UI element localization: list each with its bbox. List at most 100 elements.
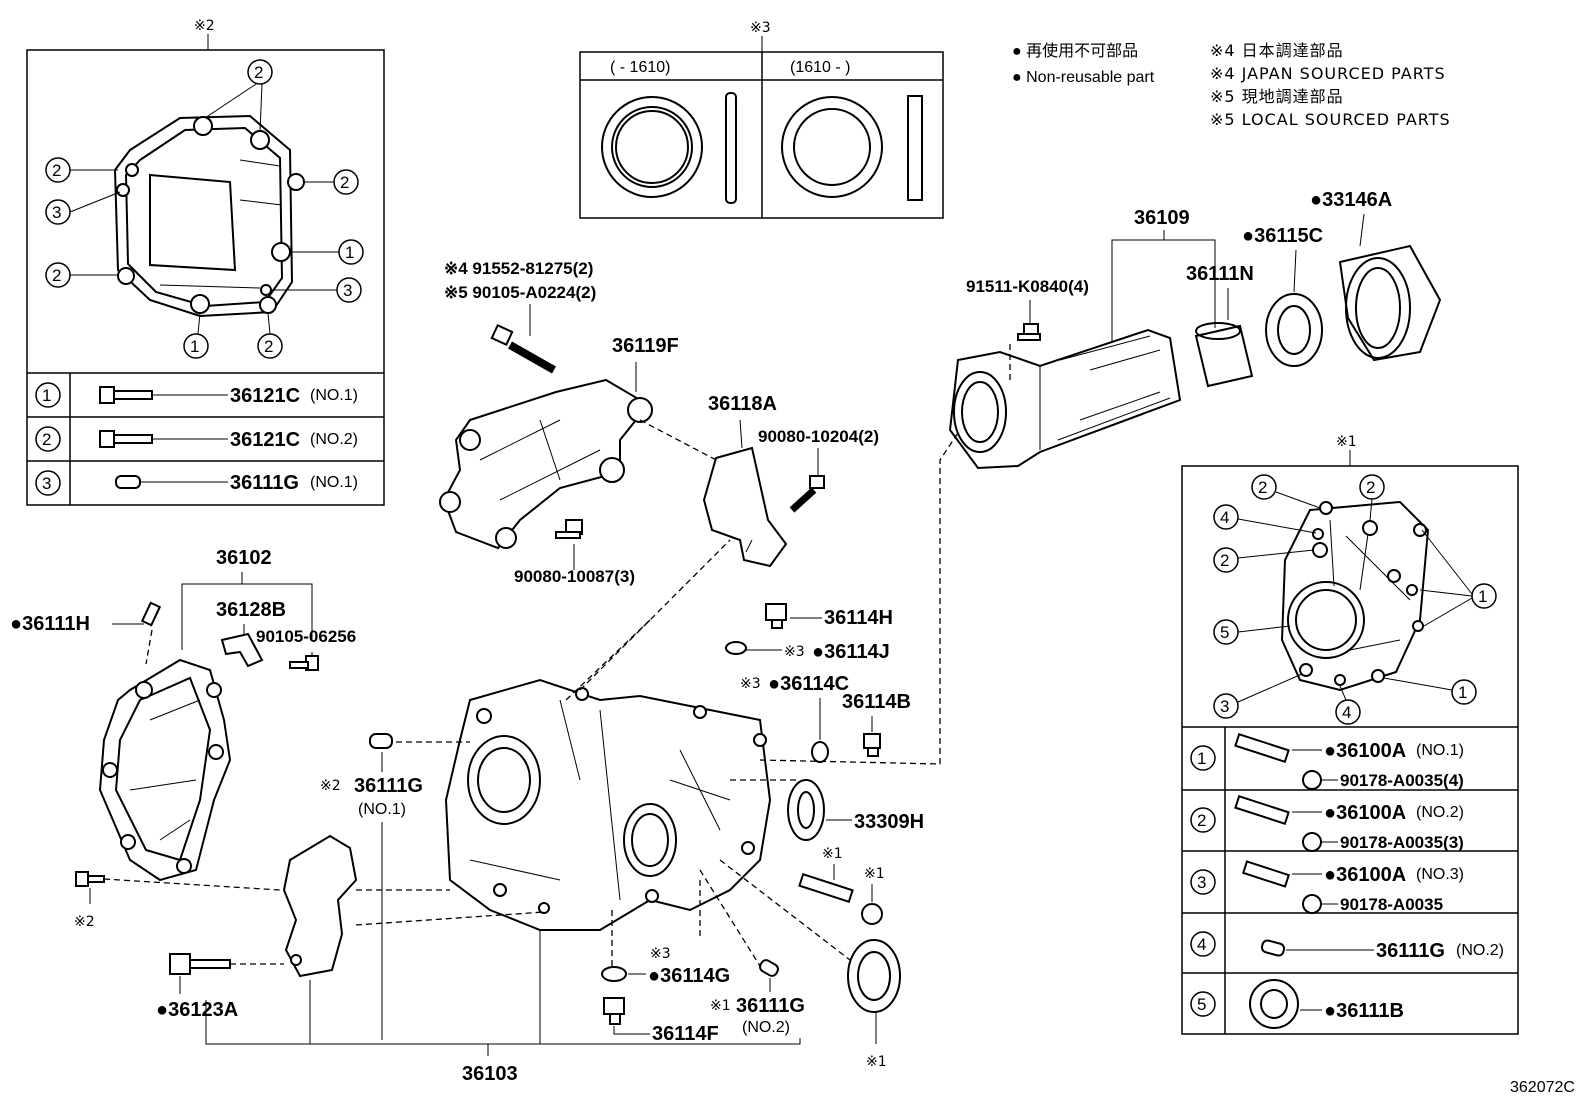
part-36114B: 36114B [842, 691, 911, 713]
svg-text:90178-A0035(3): 90178-A0035(3) [1340, 833, 1464, 852]
svg-text:4: 4 [1342, 703, 1351, 722]
box2-callouts: 2 2 3 2 1 2 3 1 2 [45, 59, 364, 359]
svg-text:2: 2 [42, 430, 51, 449]
part-90105-06256: 90105-06256 [256, 627, 356, 646]
svg-text:3: 3 [42, 474, 51, 493]
svg-text:3: 3 [1197, 873, 1206, 892]
nut-icon [1302, 894, 1322, 914]
svg-text:2: 2 [264, 337, 273, 356]
svg-text:3: 3 [1220, 697, 1229, 716]
mark-1-stud: ※1 [822, 846, 843, 862]
legend-non-reusable-en: ● Non-reusable part [1012, 69, 1155, 86]
box2-row2-part: 36121C [230, 429, 300, 451]
legend-japan-jp: ※4 日本調達部品 [1210, 41, 1344, 60]
svg-text:(NO.2): (NO.2) [1456, 942, 1504, 959]
part-36109: 36109 [1134, 207, 1190, 229]
box2-mark: ※2 [194, 18, 215, 34]
box1-callouts: 2 2 4 2 1 5 3 4 1 [1213, 474, 1497, 725]
pin-icon [1260, 939, 1286, 957]
svg-text:●36100A: ●36100A [1324, 802, 1406, 824]
svg-text:3: 3 [343, 281, 352, 300]
part-36114G: ●36114G [648, 965, 730, 987]
svg-text:2: 2 [1366, 478, 1375, 497]
svg-text:1: 1 [42, 386, 51, 405]
part-36114H: 36114H [824, 607, 893, 629]
part-33309H: 33309H [854, 811, 924, 833]
part-36111G-left: 36111G [354, 775, 423, 797]
box3-col1: ( - 1610) [610, 59, 670, 76]
box1-table: 1 2 3 4 5 ●36100A (NO.1) 90178-A0035(4) … [1190, 732, 1504, 1029]
svg-text:1: 1 [1458, 683, 1467, 702]
mark-3-36114C: ※3 [740, 676, 761, 692]
inset-box-mark-3: ※3 ( - 1610) (1610 - ) [579, 20, 944, 219]
inset-box-mark-2: ※2 2 2 [26, 18, 385, 506]
box2-row1-part: 36121C [230, 385, 300, 407]
part-36103: 36103 [462, 1063, 518, 1085]
front-cover-group: 36102 36128B 90105-06256 ●36111H ※2 [10, 547, 356, 1021]
nut-icon [1302, 770, 1322, 790]
svg-text:4: 4 [1220, 508, 1229, 527]
part-36111H: ●36111H [10, 613, 90, 635]
svg-text:2: 2 [340, 173, 349, 192]
oil-seal-icon [1249, 979, 1299, 1029]
part-36111G-bottom: 36111G [736, 995, 805, 1017]
svg-text:(NO.1): (NO.1) [358, 801, 406, 818]
case-plate-drawing [1280, 500, 1430, 692]
svg-text:●36100A: ●36100A [1324, 740, 1406, 762]
legend-local-en: ※5 LOCAL SOURCED PARTS [1210, 110, 1451, 129]
mark-1-seal: ※1 [866, 1054, 887, 1070]
svg-text:(NO.2): (NO.2) [310, 431, 358, 448]
svg-text:90178-A0035: 90178-A0035 [1340, 895, 1443, 914]
svg-text:90178-A0035(4): 90178-A0035(4) [1340, 771, 1464, 790]
cover-plate-drawing [113, 114, 305, 318]
pin-icon [115, 475, 141, 489]
seal-ring-new [781, 96, 883, 198]
box2-frame [26, 49, 385, 506]
part-36119F: 36119F [612, 335, 679, 357]
box3-col2: (1610 - ) [790, 59, 850, 76]
mark-1-36111G: ※1 [710, 998, 731, 1014]
part-91511: 91511-K0840(4) [966, 277, 1089, 296]
part-36123A: ●36123A [156, 999, 238, 1021]
bolt-icon [99, 430, 115, 448]
part-36114J: ●36114J [812, 641, 890, 663]
legend-local-jp: ※5 現地調達部品 [1210, 87, 1344, 106]
part-36128B: 36128B [216, 599, 286, 621]
mark-1-nut: ※1 [864, 866, 885, 882]
svg-text:●36100A: ●36100A [1324, 864, 1406, 886]
part-36111N: 36111N [1186, 263, 1254, 285]
inset-box-mark-1: ※1 2 2 [1181, 434, 1519, 1035]
part-90080-10204: 90080-10204(2) [758, 427, 879, 446]
box2-row3-part: 36111G [230, 472, 299, 494]
transfer-case-group: ※2 36111G (NO.1) 36114H ※3 ●36114J ※3 ●3… [205, 429, 961, 1085]
svg-text:(NO.2): (NO.2) [742, 1019, 790, 1036]
mark-3-36114J: ※3 [784, 644, 805, 660]
svg-text:36111G: 36111G [1376, 940, 1445, 962]
mark-2-bolt: ※2 [74, 914, 95, 930]
svg-text:1: 1 [345, 243, 354, 262]
svg-text:2: 2 [52, 161, 61, 180]
legend-japan-en: ※4 JAPAN SOURCED PARTS [1210, 64, 1446, 83]
svg-text:(NO.1): (NO.1) [1416, 742, 1464, 759]
svg-text:2: 2 [254, 63, 263, 82]
stud-icon [1234, 732, 1290, 764]
svg-text:1: 1 [1478, 587, 1487, 606]
legend-non-reusable-jp: ● 再使用不可部品 [1012, 42, 1138, 60]
part-36118A: 36118A [708, 393, 777, 415]
stud-icon [1241, 860, 1291, 888]
mark-2-36111G: ※2 [320, 778, 341, 794]
box2-table: 1 2 3 36121C (NO.1) 36121C (NO.2) 36111G… [35, 382, 358, 496]
part-90080-10087: 90080-10087(3) [514, 567, 635, 586]
svg-text:1: 1 [1197, 749, 1206, 768]
bracket-group: ※4 91552-81275(2) ※5 90105-A0224(2) 3611… [439, 259, 879, 586]
mark-3-36114G: ※3 [650, 946, 671, 962]
legend: ● 再使用不可部品 ● Non-reusable part ※4 日本調達部品 … [1012, 41, 1451, 129]
svg-text:●36111B: ●36111B [1324, 1000, 1404, 1022]
part-91552: ※4 91552-81275(2) [444, 259, 593, 278]
svg-text:2: 2 [1197, 811, 1206, 830]
svg-text:2: 2 [1258, 478, 1267, 497]
svg-text:(NO.1): (NO.1) [310, 387, 358, 404]
svg-text:(NO.2): (NO.2) [1416, 804, 1464, 821]
gasket-piece [282, 834, 358, 978]
